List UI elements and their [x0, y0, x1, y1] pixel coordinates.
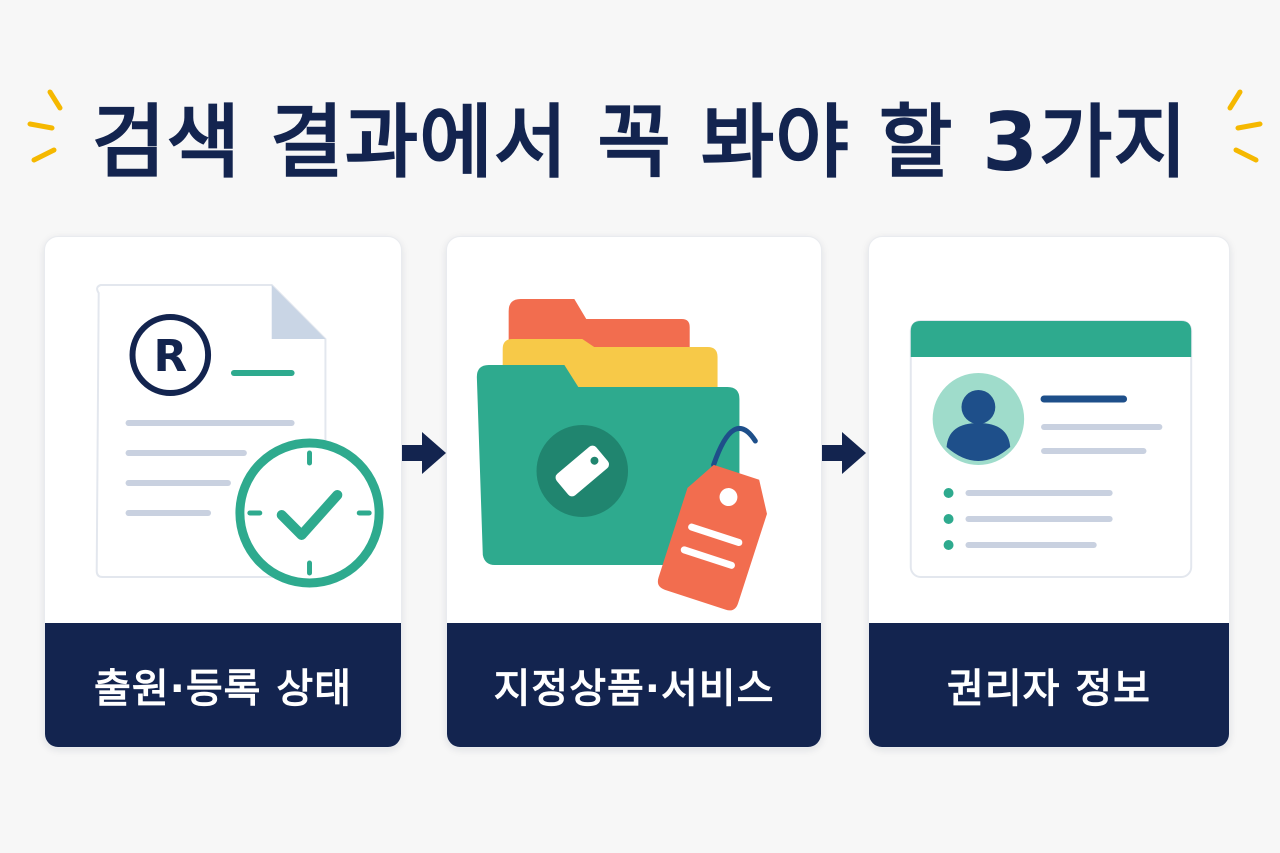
card-label: 출원·등록 상태: [94, 666, 352, 712]
card-application-status: R 출원·등록 상태: [44, 236, 402, 748]
card-label-bar: 권리자 정보: [869, 623, 1229, 747]
user-profile-window-icon: [909, 320, 1193, 578]
card-label-bar: 지정상품·서비스: [447, 623, 821, 747]
arrow-right-icon: [402, 432, 446, 474]
card-label-bar: 출원·등록 상태: [45, 623, 401, 747]
arrow-right-icon: [822, 432, 866, 474]
registered-document-with-clock-check-icon: R: [95, 284, 384, 588]
sparkle-right-icon: [1227, 89, 1263, 163]
card-label: 지정상품·서비스: [493, 666, 775, 712]
card-rights-holder-info: 권리자 정보: [868, 236, 1230, 748]
folders-with-price-tag-icon: [476, 299, 767, 611]
card-designated-goods-services: 지정상품·서비스: [446, 236, 822, 748]
sparkle-left-icon: [27, 89, 63, 163]
page-title: 검색 결과에서 꼭 봐야 할 3가지: [91, 96, 1189, 189]
svg-text:R: R: [153, 331, 187, 382]
card-label: 권리자 정보: [947, 666, 1151, 712]
